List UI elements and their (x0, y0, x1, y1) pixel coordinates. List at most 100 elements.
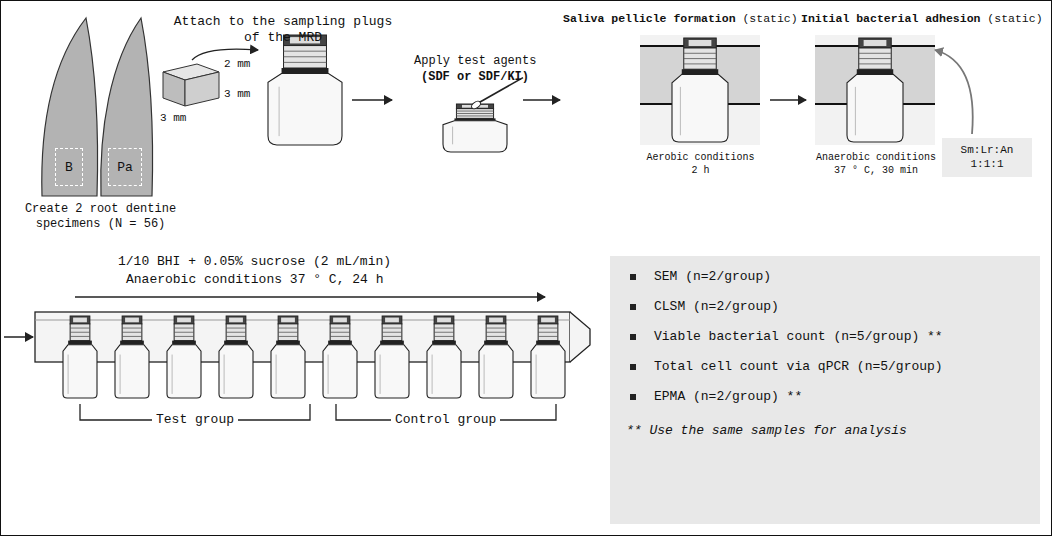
sampling-plug (226, 316, 246, 324)
vial-collar (120, 341, 144, 345)
title-text: Initial bacterial adhesion (801, 12, 980, 25)
screw-thread (122, 328, 142, 329)
inoculum-box: Sm:Lr:An 1:1:1 (942, 138, 1032, 177)
screw-thread (538, 328, 558, 329)
screw-thread (330, 332, 350, 333)
glass-shine (855, 87, 856, 135)
flow-arrow (75, 296, 545, 298)
vial-neck (278, 324, 298, 341)
vial-neck (330, 324, 350, 341)
node-text: B (65, 160, 73, 175)
screw-thread (434, 336, 454, 337)
inoculum-arrow (935, 50, 973, 134)
glass-shine (120, 355, 121, 394)
screw-thread (226, 336, 246, 337)
footnote: ** Use the same samples for analysis (626, 422, 1024, 440)
title-text: (static) (742, 12, 797, 25)
vial-collar (682, 69, 718, 74)
flow-arrow (523, 99, 560, 101)
sampling-plug (278, 316, 298, 324)
tooth-root (42, 18, 98, 196)
vial-neck (684, 48, 716, 69)
sampling-plug (122, 316, 142, 324)
vial-neck (284, 46, 327, 68)
screw-thread (226, 328, 246, 329)
vial-neck (382, 324, 402, 341)
screw-thread (486, 332, 506, 333)
sampling-plug (859, 38, 891, 48)
vial-neck (434, 324, 454, 341)
sampling-plug (434, 316, 454, 324)
screw-thread (456, 115, 493, 116)
vial-body (531, 345, 565, 398)
screw-thread (382, 328, 402, 329)
vial-collar (68, 341, 92, 345)
vial-neck (456, 109, 493, 119)
label-text: Anaerobic conditions 37 ° C, 24 h (126, 272, 383, 288)
step-title: Saliva pellicle formation(static) (563, 12, 798, 26)
list-item: SEM (n=2/group) (626, 268, 1024, 286)
dentine-specimen (281, 318, 295, 323)
glass-shine (484, 355, 485, 394)
chamber-panel (640, 35, 760, 145)
vial-body (268, 74, 342, 146)
chamber-panel (815, 35, 935, 145)
label-text: Attach to the sampling plugs of the MRD (163, 14, 403, 47)
glass-shine (380, 355, 381, 394)
vial-body (375, 345, 409, 398)
label-text: 1/10 BHI + 0.05% sucrose (2 mL/min) (118, 254, 391, 270)
screw-thread (859, 63, 891, 64)
screw-thread (70, 328, 90, 329)
label-text: Anaerobic conditions 37 ° C, 30 min (811, 152, 941, 177)
glass-shine (276, 355, 277, 394)
screw-thread (382, 336, 402, 337)
screw-thread (684, 58, 716, 59)
node-text: Pa (117, 160, 133, 175)
screw-thread (382, 332, 402, 333)
label-text: Test group (152, 412, 238, 428)
glass-shine (279, 87, 280, 136)
glass-shine (172, 355, 173, 394)
list-item: Total cell count via qPCR (n=5/group) (626, 358, 1024, 376)
vial-body (63, 345, 97, 398)
vial-neck (122, 324, 142, 341)
sampling-plug (486, 316, 506, 324)
sample-site-box: Pa (108, 148, 142, 186)
dentine-specimen (385, 318, 399, 323)
screw-thread (486, 336, 506, 337)
dentine-specimen (541, 318, 555, 323)
dentine-specimen (333, 318, 347, 323)
vial-collar (224, 341, 248, 345)
sampling-plug (538, 316, 558, 324)
dentine-specimen (689, 40, 712, 46)
screw-thread (859, 58, 891, 59)
screw-thread (284, 51, 327, 52)
vial-neck (226, 324, 246, 341)
glass-shine (432, 355, 433, 394)
vial-collar (484, 341, 508, 345)
step-title: Initial bacterial adhesion(static) (801, 12, 1043, 26)
vial-body (443, 121, 507, 152)
glass-shine (536, 355, 537, 394)
sampling-plug (382, 316, 402, 324)
glass-shine (224, 355, 225, 394)
vial-collar (282, 68, 329, 74)
screw-thread (486, 328, 506, 329)
list-item: CLSM (n=2/group) (626, 298, 1024, 316)
screw-thread (174, 328, 194, 329)
vial-collar (276, 341, 300, 345)
sample-site-box: B (55, 148, 83, 186)
glass-shine (452, 127, 453, 145)
screw-thread (278, 332, 298, 333)
vial-neck (859, 48, 891, 69)
screw-thread (684, 63, 716, 64)
dentine-specimen (864, 40, 887, 46)
list-item: Viable bacterial count (n=5/group) ** (626, 328, 1024, 346)
screw-thread (434, 332, 454, 333)
screw-thread (284, 62, 327, 63)
screw-thread (330, 328, 350, 329)
dentine-specimen (229, 318, 243, 323)
vial-body (271, 345, 305, 398)
screw-thread (538, 336, 558, 337)
tooth-root (101, 18, 153, 196)
